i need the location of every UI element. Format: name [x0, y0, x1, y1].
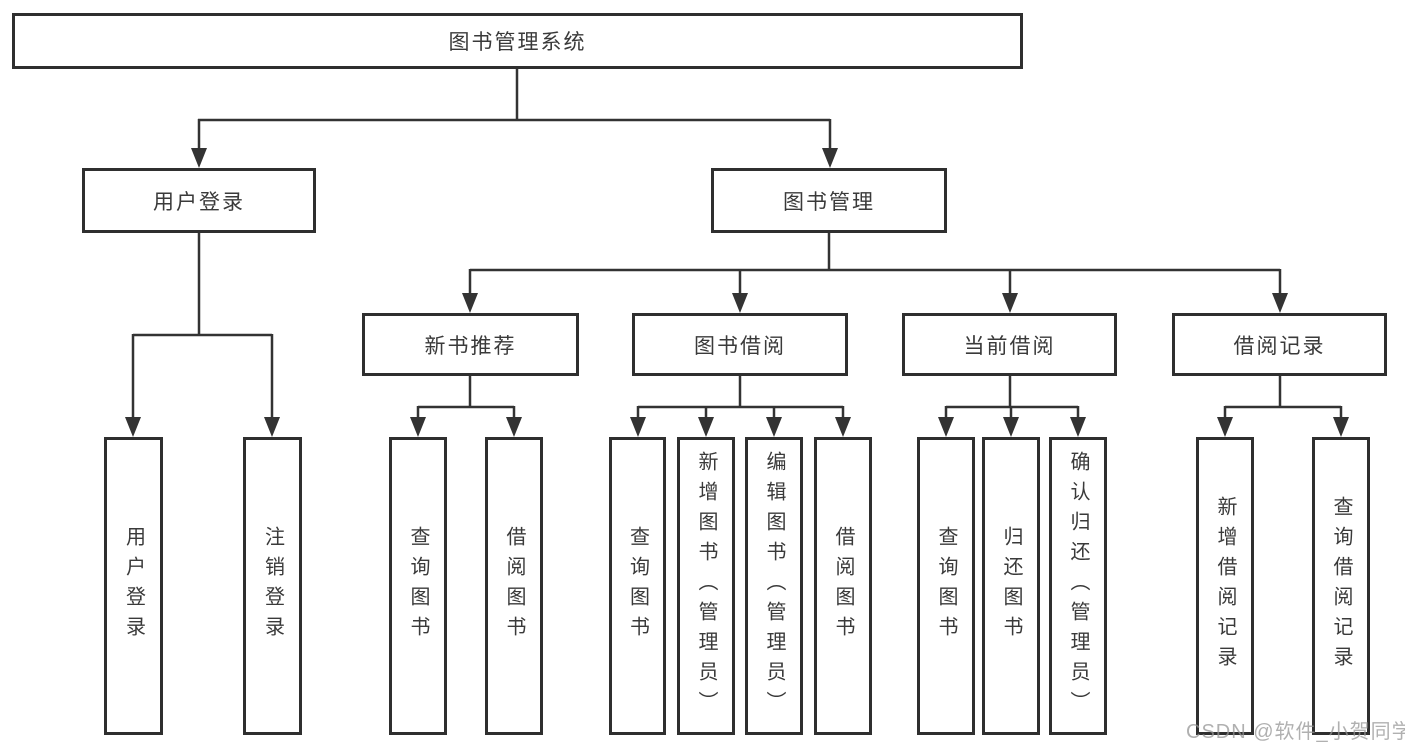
- node-book-borrow-label: 图书借阅: [694, 334, 786, 358]
- leaf-current-return-books: 归还图书: [982, 437, 1040, 735]
- node-borrow-records-label: 借阅记录: [1233, 334, 1326, 358]
- node-user-login-branch: 用户登录: [82, 168, 316, 233]
- node-current-borrow: 当前借阅: [902, 313, 1117, 376]
- leaf-borrow-edit-books-admin-label: 编辑图书（管理员）: [763, 451, 785, 721]
- leaf-newbook-query-books: 查询图书: [389, 437, 447, 735]
- leaf-user-login: 用户登录: [104, 437, 163, 735]
- node-book-borrow: 图书借阅: [632, 313, 848, 376]
- node-root-system: 图书管理系统: [12, 13, 1023, 69]
- node-new-book-recommend: 新书推荐: [362, 313, 579, 376]
- node-new-book-recommend-label: 新书推荐: [424, 334, 517, 358]
- leaf-borrow-edit-books-admin: 编辑图书（管理员）: [745, 437, 803, 735]
- leaf-logout: 注销登录: [243, 437, 302, 735]
- node-book-management-branch-label: 图书管理: [783, 190, 875, 214]
- leaf-borrow-borrow-books: 借阅图书: [814, 437, 872, 735]
- leaf-logout-label: 注销登录: [261, 526, 284, 646]
- leaf-newbook-query-books-label: 查询图书: [407, 526, 429, 646]
- leaf-records-query-record: 查询借阅记录: [1312, 437, 1370, 735]
- node-user-login-branch-label: 用户登录: [153, 190, 245, 214]
- leaf-records-add-record: 新增借阅记录: [1196, 437, 1254, 735]
- node-book-management-branch: 图书管理: [711, 168, 947, 233]
- leaf-newbook-borrow-books-label: 借阅图书: [503, 526, 525, 646]
- leaf-newbook-borrow-books: 借阅图书: [485, 437, 543, 735]
- node-root-system-label: 图书管理系统: [448, 31, 587, 54]
- leaf-borrow-borrow-books-label: 借阅图书: [832, 526, 854, 646]
- leaf-current-return-books-label: 归还图书: [1000, 526, 1022, 646]
- leaf-records-query-record-label: 查询借阅记录: [1330, 496, 1352, 676]
- leaf-user-login-label: 用户登录: [122, 526, 145, 646]
- leaf-borrow-add-books-admin-label: 新增图书（管理员）: [695, 451, 717, 721]
- leaf-borrow-query-books-label: 查询图书: [626, 526, 649, 646]
- node-borrow-records: 借阅记录: [1172, 313, 1387, 376]
- leaf-borrow-query-books: 查询图书: [609, 437, 666, 735]
- leaf-current-confirm-return-admin-label: 确认归还（管理员）: [1067, 451, 1089, 721]
- csdn-watermark: CSDN @软件_小贺同学: [1186, 721, 1405, 743]
- node-current-borrow-label: 当前借阅: [963, 334, 1056, 358]
- leaf-current-confirm-return-admin: 确认归还（管理员）: [1049, 437, 1107, 735]
- leaf-current-query-books-label: 查询图书: [935, 526, 957, 646]
- leaf-current-query-books: 查询图书: [917, 437, 975, 735]
- leaf-borrow-add-books-admin: 新增图书（管理员）: [677, 437, 735, 735]
- leaf-records-add-record-label: 新增借阅记录: [1214, 496, 1236, 676]
